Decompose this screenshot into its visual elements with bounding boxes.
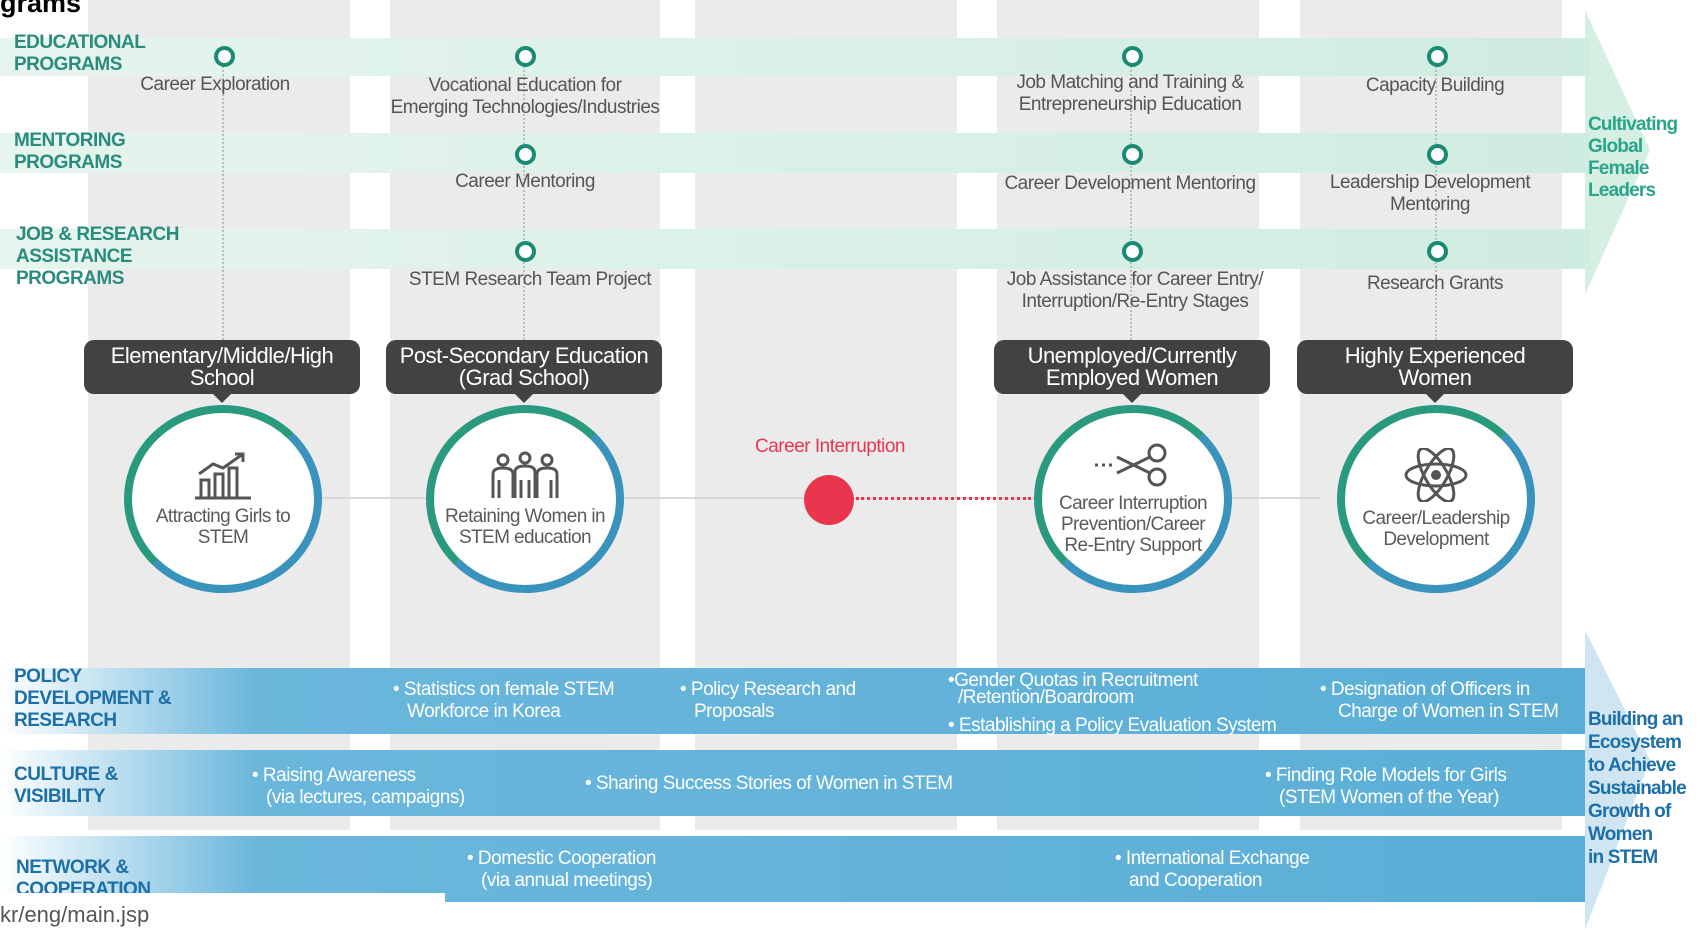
node-dot — [1122, 241, 1143, 262]
connector-col5 — [1435, 62, 1437, 340]
node-dot — [1427, 46, 1448, 67]
page-title: grams — [0, 0, 82, 18]
node-dot — [1122, 46, 1143, 67]
connector-col4 — [1130, 62, 1132, 340]
node-dot — [515, 144, 536, 165]
footer-url[interactable]: kr/eng/main.jsp — [0, 902, 150, 927]
bar-chart-growth-icon — [195, 452, 251, 500]
career-interruption-label: Career Interruption — [755, 436, 905, 457]
node-dot — [214, 46, 235, 67]
bottom-arrow-band — [0, 630, 1650, 930]
bullet-policy-evaluation: • Establishing a Policy Evaluation Syste… — [948, 715, 1277, 736]
program-stem-research: STEM Research Team Project — [408, 269, 652, 290]
bullet-gender-quotas: •Gender Quotas in Recruitment/Retention/… — [948, 670, 1198, 708]
bullet-domestic-cooperation: • Domestic Cooperation(via annual meetin… — [467, 848, 656, 891]
node-dot — [1427, 241, 1448, 262]
connector-col2 — [523, 62, 525, 340]
node-dot — [515, 46, 536, 67]
node-dot — [515, 241, 536, 262]
program-career-mentoring: Career Mentoring — [455, 171, 595, 192]
program-career-exploration: Career Exploration — [140, 74, 290, 95]
connector-col1 — [222, 62, 224, 340]
program-job-matching: Job Matching and Training &Entrepreneurs… — [1016, 72, 1244, 115]
node-dot — [1122, 144, 1143, 165]
program-job-assistance: Job Assistance for Career Entry/Interrup… — [1006, 269, 1264, 312]
program-research-grants: Research Grants — [1366, 273, 1504, 294]
top-arrow-band — [0, 10, 1650, 295]
people-group-icon — [491, 451, 559, 498]
program-capacity-building: Capacity Building — [1365, 75, 1505, 96]
stage-post-secondary: Post-Secondary Education(Grad School) — [386, 340, 662, 403]
node-dot — [1427, 144, 1448, 165]
culture-visibility-label: CULTURE &VISIBILITY — [14, 764, 118, 807]
bullet-success-stories: • Sharing Success Stories of Women in ST… — [585, 773, 953, 794]
scissors-icon — [1095, 443, 1167, 486]
bullet-role-models: • Finding Role Models for Girls(STEM Wom… — [1265, 765, 1507, 808]
footer-url-bar — [0, 893, 445, 930]
career-interruption-link — [856, 497, 1031, 500]
program-career-development-mentoring: Career Development Mentoring — [1004, 173, 1256, 194]
atom-icon — [1404, 448, 1468, 502]
career-interruption-dot — [804, 475, 854, 525]
bullet-raising-awareness: • Raising Awareness(via lectures, campai… — [252, 765, 465, 808]
